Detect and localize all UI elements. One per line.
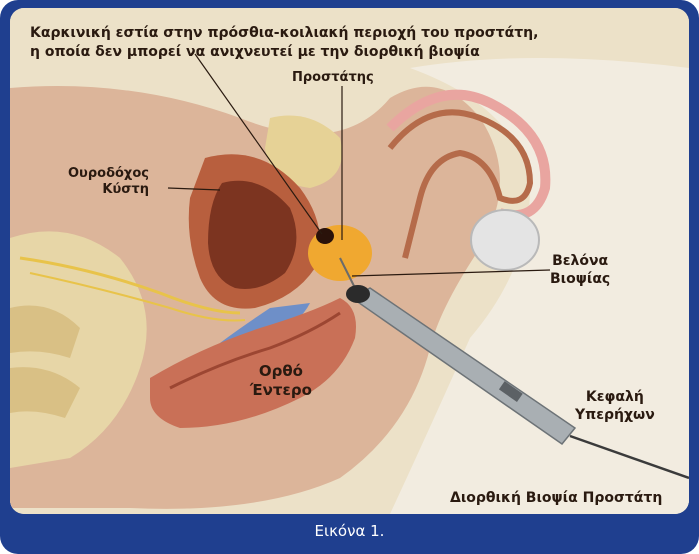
illustration-panel: Καρκινική εστία στην πρόσθια-κοιλιακή πε…	[10, 8, 689, 514]
rectum-line-1: Ορθό	[250, 362, 312, 381]
needle-line-1: Βελόνα	[550, 252, 610, 270]
probe-line-1: Κεφαλή	[575, 388, 655, 406]
cancer-focus	[316, 228, 334, 244]
figure-caption: Εικόνα 1.	[0, 522, 699, 540]
needle-label: Βελόνα Βιοψίας	[550, 252, 610, 288]
cancer-focus-label: Καρκινική εστία στην πρόσθια-κοιλιακή πε…	[30, 24, 538, 62]
prostate-label: Προστάτης	[292, 70, 374, 86]
rectum-line-2: Έντερο	[250, 381, 312, 400]
probe-head	[346, 285, 370, 303]
rectum-label: Ορθό Έντερο	[250, 362, 312, 400]
needle-line-2: Βιοψίας	[550, 270, 610, 288]
probe-label: Κεφαλή Υπερήχων	[575, 388, 655, 424]
probe-line-2: Υπερήχων	[575, 406, 655, 424]
bladder-line-1: Ουροδόχος	[68, 166, 149, 182]
testicle	[471, 210, 539, 270]
cancer-focus-line-2: η οποία δεν μπορεί να ανιχνευτεί με την …	[30, 43, 538, 62]
procedure-label: Διορθική Βιοψία Προστάτη	[450, 490, 662, 506]
cancer-focus-line-1: Καρκινική εστία στην πρόσθια-κοιλιακή πε…	[30, 24, 538, 43]
bladder-line-2: Κύστη	[68, 182, 149, 198]
bladder-label: Ουροδόχος Κύστη	[68, 166, 149, 198]
